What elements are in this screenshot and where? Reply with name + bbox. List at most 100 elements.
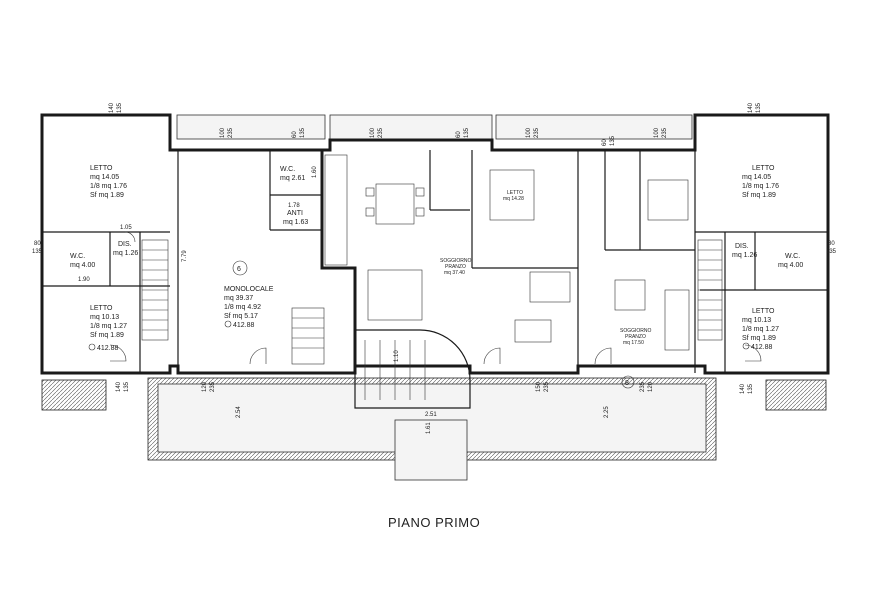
room-wc-w: W.C. mq 4.00 <box>70 253 95 269</box>
svg-text:DIS.: DIS. <box>735 243 749 250</box>
svg-text:235: 235 <box>662 127 668 138</box>
svg-text:1.90: 1.90 <box>78 277 90 283</box>
room-letto-ne: LETTO mq 14.05 1/8 mq 1.76 Sf mq 1.89 <box>742 165 779 199</box>
svg-text:Sf mq 5.17: Sf mq 5.17 <box>224 313 258 320</box>
svg-text:135: 135 <box>826 249 837 255</box>
svg-text:SOGGIORNO: SOGGIORNO <box>440 258 472 264</box>
plan-title: PIANO PRIMO <box>388 515 480 530</box>
west-block <box>42 231 170 373</box>
svg-text:mq 37.40: mq 37.40 <box>444 270 465 276</box>
svg-text:80: 80 <box>828 241 835 247</box>
svg-text:Sf mq 1.89: Sf mq 1.89 <box>90 192 124 199</box>
terrace-north <box>176 114 693 140</box>
svg-text:1/8 mq 1.76: 1/8 mq 1.76 <box>742 183 779 190</box>
svg-text:2.51: 2.51 <box>425 412 437 418</box>
svg-text:7.79: 7.79 <box>182 250 188 262</box>
room-dis-w: DIS. mq 1.26 <box>113 241 138 257</box>
svg-text:135: 135 <box>464 127 470 138</box>
svg-text:mq 10.13: mq 10.13 <box>90 314 119 321</box>
svg-text:mq 1.63: mq 1.63 <box>283 219 308 226</box>
svg-text:LETTO: LETTO <box>90 305 113 312</box>
svg-text:W.C.: W.C. <box>785 253 800 260</box>
room-dis-e: DIS. mq 1.26 <box>732 243 757 259</box>
kitchen-counter <box>324 154 348 266</box>
svg-text:1/8 mq 4.92: 1/8 mq 4.92 <box>224 304 261 311</box>
svg-text:LETTO: LETTO <box>90 165 113 172</box>
svg-text:SOGGIORNO: SOGGIORNO <box>620 328 652 334</box>
svg-text:150: 150 <box>536 381 542 392</box>
svg-text:412.88: 412.88 <box>97 345 119 352</box>
svg-text:1/8 mq 1.27: 1/8 mq 1.27 <box>90 323 127 330</box>
svg-text:Sf mq 1.89: Sf mq 1.89 <box>742 192 776 199</box>
svg-text:135: 135 <box>124 381 130 392</box>
dining-table-east <box>614 279 646 311</box>
svg-text:60: 60 <box>292 131 298 138</box>
svg-text:235: 235 <box>640 381 646 392</box>
svg-text:mq 17.50: mq 17.50 <box>623 340 644 346</box>
svg-text:235: 235 <box>210 381 216 392</box>
stair-center-east <box>529 271 571 303</box>
svg-text:1.05: 1.05 <box>120 225 132 231</box>
svg-text:1.61: 1.61 <box>426 422 432 434</box>
svg-text:135: 135 <box>117 102 123 113</box>
room-monolocale: 6 MONOLOCALE mq 39.37 1/8 mq 4.92 Sf mq … <box>224 260 274 320</box>
svg-text:1/8 mq 1.76: 1/8 mq 1.76 <box>90 183 127 190</box>
sofa-east <box>664 289 690 351</box>
room-wc-center: W.C. mq 2.61 <box>280 166 305 182</box>
side-terrace-west <box>41 379 107 411</box>
svg-text:135: 135 <box>756 102 762 113</box>
svg-text:LETTO: LETTO <box>752 165 775 172</box>
svg-text:MONOLOCALE: MONOLOCALE <box>224 286 274 293</box>
svg-text:PRANZO: PRANZO <box>445 264 466 270</box>
svg-text:PRANZO: PRANZO <box>625 334 646 340</box>
room-letto-nw: LETTO mq 14.05 1/8 mq 1.76 Sf mq 1.89 <box>90 165 127 199</box>
room-soggiorno-center: SOGGIORNO PRANZO mq 37.40 <box>440 258 472 276</box>
armchair-center <box>514 319 552 343</box>
svg-text:100: 100 <box>370 127 376 138</box>
svg-text:140: 140 <box>109 102 115 113</box>
stair-monolocale <box>291 307 325 365</box>
monolocale-unit <box>177 150 325 366</box>
svg-text:2.25: 2.25 <box>604 406 610 418</box>
bed-center <box>489 169 535 221</box>
svg-text:W.C.: W.C. <box>280 166 295 173</box>
svg-text:140: 140 <box>748 102 754 113</box>
svg-text:120: 120 <box>202 381 208 392</box>
svg-text:mq 39.37: mq 39.37 <box>224 295 253 302</box>
svg-text:mq 14.05: mq 14.05 <box>90 174 119 181</box>
east-block <box>694 150 828 373</box>
svg-text:mq 2.61: mq 2.61 <box>280 175 305 182</box>
svg-text:135: 135 <box>300 127 306 138</box>
room-anti: ANTI mq 1.63 <box>283 210 308 226</box>
level-markers: 412.88 412.88 412.88 <box>88 320 773 352</box>
room-letto-sw: LETTO mq 10.13 1/8 mq 1.27 Sf mq 1.89 <box>90 305 127 339</box>
sofa-center <box>367 269 423 321</box>
svg-text:235: 235 <box>228 127 234 138</box>
stair-west <box>141 239 169 341</box>
svg-text:mq 1.26: mq 1.26 <box>732 252 757 259</box>
svg-text:mq 1.26: mq 1.26 <box>113 250 138 257</box>
spiral-stair <box>354 329 471 409</box>
svg-text:135: 135 <box>32 249 43 255</box>
svg-text:8: 8 <box>625 380 629 387</box>
svg-text:235: 235 <box>534 127 540 138</box>
svg-text:412.88: 412.88 <box>751 344 773 351</box>
svg-text:140: 140 <box>740 383 746 394</box>
svg-text:mq 4.00: mq 4.00 <box>778 262 803 269</box>
svg-text:1/8 mq 1.27: 1/8 mq 1.27 <box>742 326 779 333</box>
exterior-walls <box>40 113 830 375</box>
room-letto-se: LETTO mq 10.13 1/8 mq 1.27 Sf mq 1.89 <box>742 308 779 342</box>
svg-text:1.78: 1.78 <box>288 203 300 209</box>
svg-text:mq 14.05: mq 14.05 <box>742 174 771 181</box>
svg-text:mq 14.28: mq 14.28 <box>503 196 524 202</box>
side-terrace-east <box>765 379 827 411</box>
stair-east <box>697 239 723 341</box>
svg-text:mq 10.13: mq 10.13 <box>742 317 771 324</box>
svg-text:Sf mq 1.89: Sf mq 1.89 <box>90 332 124 339</box>
svg-text:ANTI: ANTI <box>287 210 303 217</box>
unit-number-eight: 8 <box>621 375 635 389</box>
svg-text:100: 100 <box>220 127 226 138</box>
room-letto-center: LETTO mq 14.28 <box>503 190 524 202</box>
svg-text:2.54: 2.54 <box>236 406 242 418</box>
